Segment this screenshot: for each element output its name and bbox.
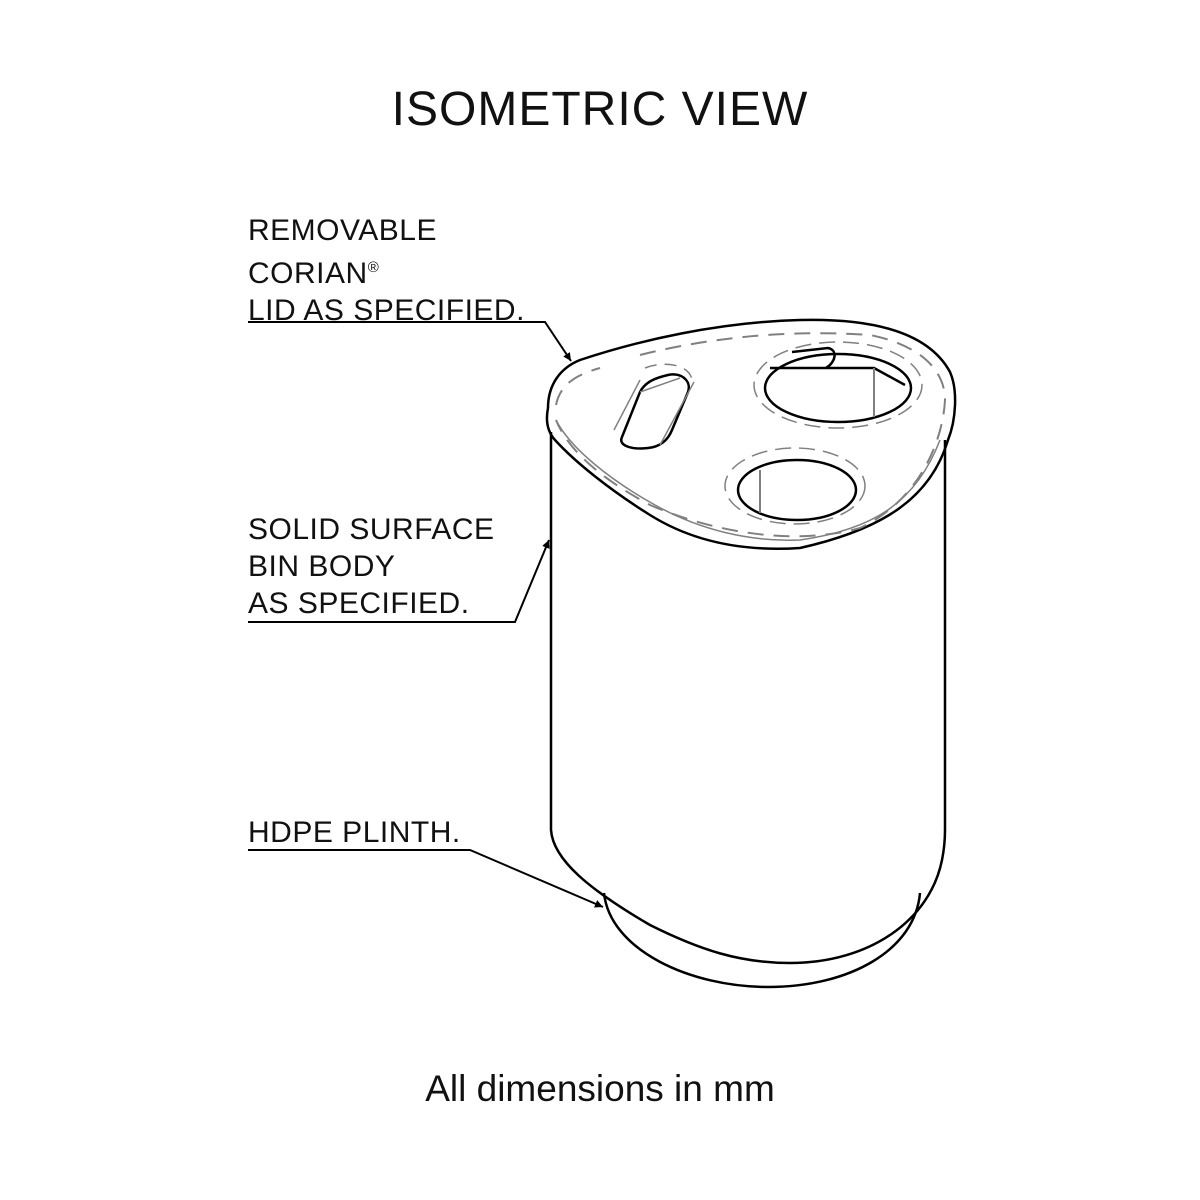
lid-outline: [545, 318, 957, 550]
lid-callout: REMOVABLE CORIAN® LID AS SPECIFIED.: [248, 212, 525, 329]
plinth-outline: [602, 892, 922, 989]
body-callout-line1: SOLID SURFACE: [248, 513, 495, 546]
small-hole-opening: [736, 458, 858, 522]
lid-material: CORIAN: [248, 257, 368, 290]
body-callout: SOLID SURFACE BIN BODY AS SPECIFIED.: [248, 511, 495, 622]
plinth-leader-line: [248, 849, 604, 908]
slot-inner-edge: [613, 377, 695, 446]
large-hole-opening: [763, 352, 913, 424]
slot-hidden-line: [644, 363, 693, 381]
plinth-callout: HDPE PLINTH.: [248, 814, 461, 851]
small-hole-hidden-line: [724, 447, 866, 525]
bin-body-outline: [549, 432, 947, 965]
plinth-callout-line1: HDPE PLINTH.: [248, 816, 461, 849]
lid-inner-edge: [555, 419, 941, 541]
body-callout-line2: BIN BODY: [248, 550, 396, 583]
lid-callout-line3: LID AS SPECIFIED.: [248, 294, 525, 327]
lid-callout-line1: REMOVABLE: [248, 214, 437, 247]
body-leader-line: [248, 539, 550, 623]
lid-hidden-line: [555, 332, 947, 538]
dimensions-note: All dimensions in mm: [425, 1068, 775, 1109]
large-hole-hidden-line: [753, 341, 923, 429]
drawing-title: ISOMETRIC VIEW: [391, 83, 809, 136]
lid-callout-line2: CORIAN®: [248, 249, 525, 292]
registered-mark: ®: [367, 259, 380, 276]
body-callout-line3: AS SPECIFIED.: [248, 587, 470, 620]
lid-leader-line: [248, 321, 572, 362]
